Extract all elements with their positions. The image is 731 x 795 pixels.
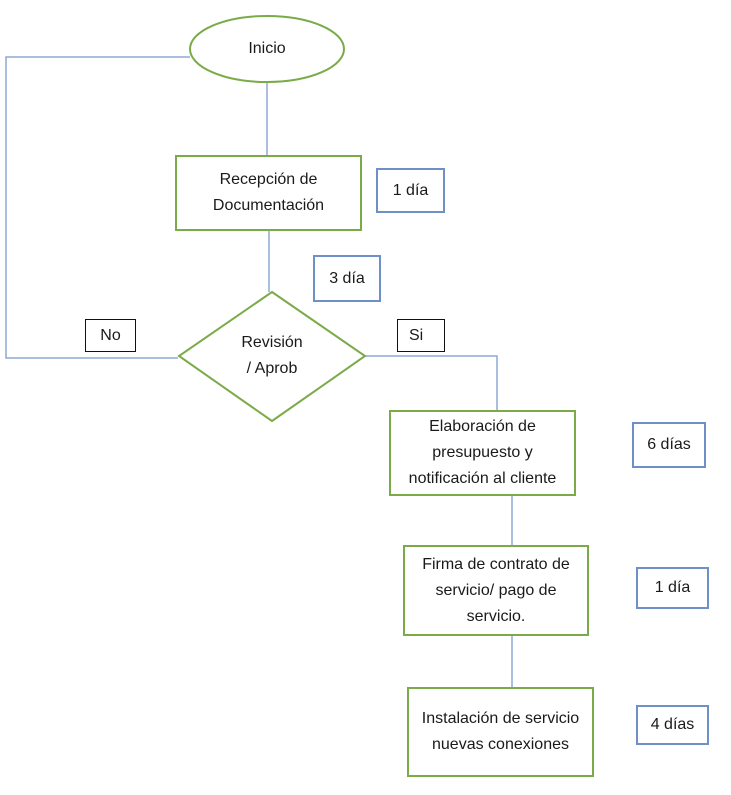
- install-box: Instalación de servicio nuevas conexione…: [407, 687, 594, 777]
- review-node-label: Revisión / Aprob: [241, 334, 303, 377]
- branch-yes-label: Si: [397, 319, 445, 352]
- connector-yes-branch: [365, 355, 498, 410]
- contract-duration-box: 1 día: [636, 567, 709, 609]
- connector-no-loop: [5, 56, 190, 359]
- reception-box: Recepción de Documentación: [175, 155, 362, 231]
- review-duration-box: 3 día: [313, 255, 381, 302]
- budget-duration-box: 6 días: [632, 422, 706, 468]
- install-duration-box: 4 días: [636, 705, 709, 745]
- branch-no-label: No: [85, 319, 136, 352]
- start-node-label: Inicio: [248, 40, 286, 57]
- reception-duration-box: 1 día: [376, 168, 445, 213]
- review-diamond: [177, 290, 367, 423]
- start-ellipse: [189, 15, 345, 83]
- budget-box: Elaboración de presupuesto y notificació…: [389, 410, 576, 496]
- contract-box: Firma de contrato de servicio/ pago de s…: [403, 545, 589, 636]
